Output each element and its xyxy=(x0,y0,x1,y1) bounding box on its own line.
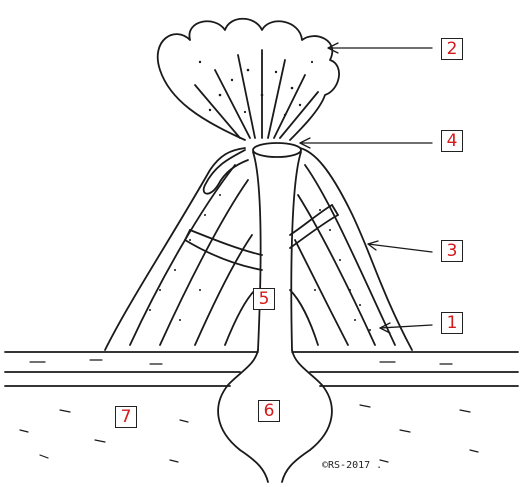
label-7-text: 7 xyxy=(121,409,132,426)
label-3-text: 3 xyxy=(447,243,458,260)
label-7-box: 7 xyxy=(115,406,137,428)
eruption-plume xyxy=(158,19,339,140)
label-6-box: 6 xyxy=(258,400,280,422)
copyright-note: ©RS-2017 . xyxy=(322,460,382,471)
label-5-box: 5 xyxy=(253,288,275,310)
label-3-box: 3 xyxy=(441,240,463,262)
label-1-text: 1 xyxy=(447,315,458,332)
label-2-box: 2 xyxy=(441,38,463,60)
label-5-text: 5 xyxy=(259,291,270,308)
label-1-box: 1 xyxy=(441,312,463,334)
label-4-text: 4 xyxy=(447,133,458,150)
label-6-text: 6 xyxy=(264,403,275,420)
label-2-text: 2 xyxy=(447,41,458,58)
label-4-box: 4 xyxy=(441,130,463,152)
